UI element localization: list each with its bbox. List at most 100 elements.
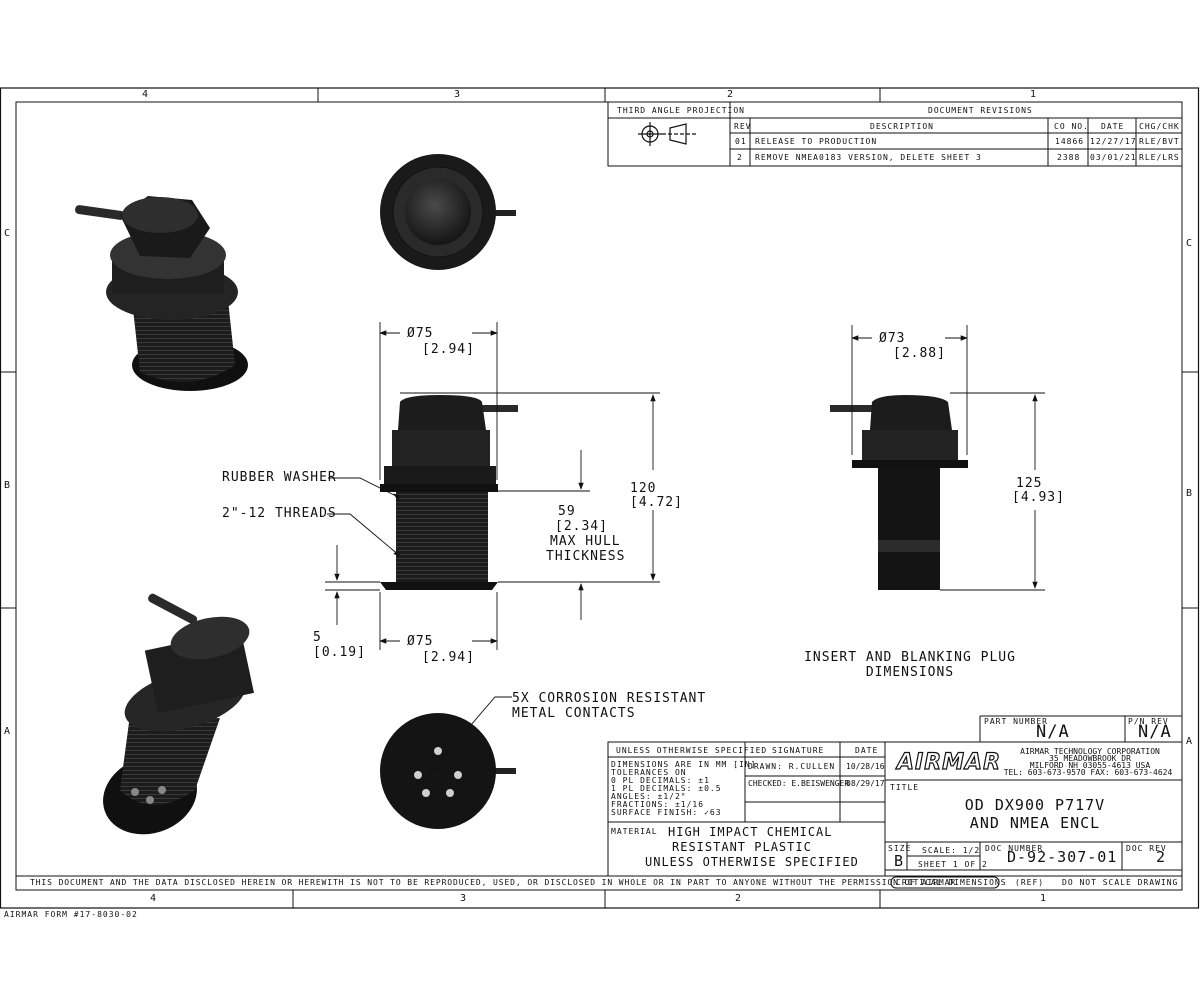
- dim-5-in: [0.19]: [313, 645, 366, 660]
- rev-header-rev: REV: [734, 122, 752, 131]
- title-label: TITLE: [890, 783, 920, 792]
- spec-line-5: ANGLES: ±1/2°: [611, 792, 687, 801]
- bottom-view: [380, 713, 516, 829]
- dim-d75-bottom-in: [2.94]: [422, 650, 475, 665]
- zone-top-4: 4: [142, 89, 150, 100]
- rev-header-date: DATE: [1101, 122, 1125, 131]
- material-line-3: UNLESS OTHERWISE SPECIFIED: [645, 855, 859, 869]
- dim-d73: Ø73: [879, 331, 906, 346]
- zone-bottom-3: 3: [460, 893, 468, 904]
- zone-left-c: C: [4, 228, 12, 239]
- zone-right-c: C: [1186, 238, 1194, 249]
- do-not-scale-label: DO NOT SCALE DRAWING: [1062, 878, 1179, 887]
- dim-125: 125: [1016, 476, 1043, 491]
- callout-contacts-1: 5X CORROSION RESISTANT: [512, 691, 707, 706]
- company-name: AIRMAR TECHNOLOGY CORPORATION: [1020, 747, 1160, 756]
- pn-rev: N/A: [1138, 722, 1172, 742]
- rev-row-1-desc: RELEASE TO PRODUCTION: [755, 137, 878, 146]
- spec-unless: UNLESS OTHERWISE SPECIFIED: [616, 746, 768, 755]
- rev-row-2-rev: 2: [737, 153, 743, 162]
- dim-d75-top: Ø75: [407, 326, 434, 341]
- pn-rev-label: P/N REV: [1128, 717, 1169, 726]
- spec-line-7: SURFACE FINISH: ✓63: [611, 808, 722, 817]
- zone-bottom-2: 2: [735, 893, 743, 904]
- airmar-logo: AIRMAR: [896, 749, 1002, 775]
- rev-row-2-date: 03/01/21: [1090, 153, 1137, 162]
- dim-5: 5: [313, 630, 322, 645]
- spec-signature-header: SIGNATURE: [772, 746, 825, 755]
- size-label: SIZE: [888, 844, 912, 853]
- spec-line-3: 0 PL DECIMALS: ±1: [611, 776, 710, 785]
- dim-59-in: [2.34]: [555, 519, 608, 534]
- company-tel: TEL: 603-673-9570 FAX: 603-673-4624: [1003, 768, 1173, 777]
- spec-line-2: TOLERANCES ON: [611, 768, 687, 777]
- revision-table-grid: [607, 101, 1183, 167]
- rev-row-1-rev: 01: [735, 137, 747, 146]
- rev-row-1-co: 14866: [1055, 137, 1085, 146]
- sheet-size: B: [894, 852, 905, 870]
- rev-header-chg: CHG/CHK: [1139, 122, 1180, 131]
- insert-plug-view: [830, 395, 968, 590]
- rev-row-2-co: 2388: [1057, 153, 1081, 162]
- zone-right-b: B: [1186, 488, 1194, 499]
- spec-drawn: DRAWN: R.CULLEN: [748, 762, 836, 771]
- material-line-2: RESISTANT PLASTIC: [672, 840, 812, 854]
- zone-top-1: 1: [1030, 89, 1038, 100]
- callout-contacts-2: METAL CONTACTS: [512, 706, 636, 721]
- scale-value: SCALE: 1/2: [922, 846, 981, 855]
- isometric-view-bottom: [103, 593, 254, 835]
- drawing-title-1: OD DX900 P717V: [964, 796, 1106, 814]
- zone-left-a: A: [4, 726, 12, 737]
- company-addr-1: 35 MEADOWBROOK DR: [1049, 754, 1131, 763]
- part-number: N/A: [1036, 722, 1070, 742]
- spec-line-6: FRACTIONS: ±1/16: [611, 800, 705, 809]
- zone-left-b: B: [4, 480, 12, 491]
- dim-120-in: [4.72]: [630, 495, 683, 510]
- sheet-number: SHEET 1 OF 2: [918, 860, 988, 869]
- ref-label: (REF): [1015, 878, 1045, 887]
- projection-label: THIRD ANGLE PROJECTION: [617, 106, 745, 115]
- dim-120: 120: [630, 481, 657, 496]
- spec-date-header: DATE: [855, 746, 879, 755]
- dim-d73-in: [2.88]: [893, 346, 946, 361]
- insert-caption-1: INSERT AND BLANKING PLUG: [804, 650, 1016, 665]
- dim-hull-1: MAX HULL: [550, 534, 621, 549]
- callout-threads: 2"-12 THREADS: [222, 506, 337, 521]
- doc-rev: 2: [1156, 848, 1167, 866]
- critical-dimensions-label: CRITICAL DIMENSIONS: [896, 878, 1007, 887]
- dim-d75-top-in: [2.94]: [422, 342, 475, 357]
- spec-line-1: DIMENSIONS ARE IN MM [IN]: [611, 760, 757, 769]
- spec-checked-date: 08/29/17: [846, 779, 885, 788]
- drawing-title-2: AND NMEA ENCL: [969, 814, 1101, 832]
- callout-rubber-washer: RUBBER WASHER: [222, 470, 337, 485]
- spec-drawn-date: 10/28/16: [846, 762, 885, 771]
- spec-line-4: 1 PL DECIMALS: ±0.5: [611, 784, 722, 793]
- material-line-1: HIGH IMPACT CHEMICAL: [668, 825, 833, 839]
- form-number: AIRMAR FORM #17-8030-02: [4, 910, 138, 919]
- spec-checked: CHECKED: E.BEISWENGER: [748, 779, 850, 788]
- doc-number: D-92-307-01: [1007, 848, 1118, 866]
- doc-rev-label: DOC REV: [1126, 844, 1167, 853]
- zone-bottom-1: 1: [1040, 893, 1048, 904]
- material-label: MATERIAL: [611, 827, 658, 836]
- title-block-grid: [16, 715, 1183, 889]
- zone-top-3: 3: [454, 89, 462, 100]
- dim-hull-2: THICKNESS: [546, 549, 626, 564]
- rev-row-2-desc: REMOVE NMEA0183 VERSION, DELETE SHEET 3: [755, 153, 982, 162]
- zone-right-a: A: [1186, 736, 1194, 747]
- isometric-view-top: [75, 196, 248, 391]
- revisions-title: DOCUMENT REVISIONS: [928, 106, 1033, 115]
- part-number-label: PART NUMBER: [984, 717, 1048, 726]
- insert-caption-2: DIMENSIONS: [865, 665, 955, 680]
- front-view: [380, 395, 518, 590]
- top-view: [380, 154, 516, 270]
- dim-125-in: [4.93]: [1012, 490, 1065, 505]
- zone-top-2: 2: [727, 89, 735, 100]
- dim-d75-bottom: Ø75: [407, 634, 434, 649]
- rev-row-2-chg: RLE/LRS: [1139, 153, 1180, 162]
- drawing-border: [0, 87, 1200, 909]
- rev-row-1-date: 12/27/17: [1090, 137, 1137, 146]
- disclosure-notice: THIS DOCUMENT AND THE DATA DISCLOSED HER…: [30, 878, 957, 887]
- rev-row-1-chg: RLE/BVT: [1139, 137, 1180, 146]
